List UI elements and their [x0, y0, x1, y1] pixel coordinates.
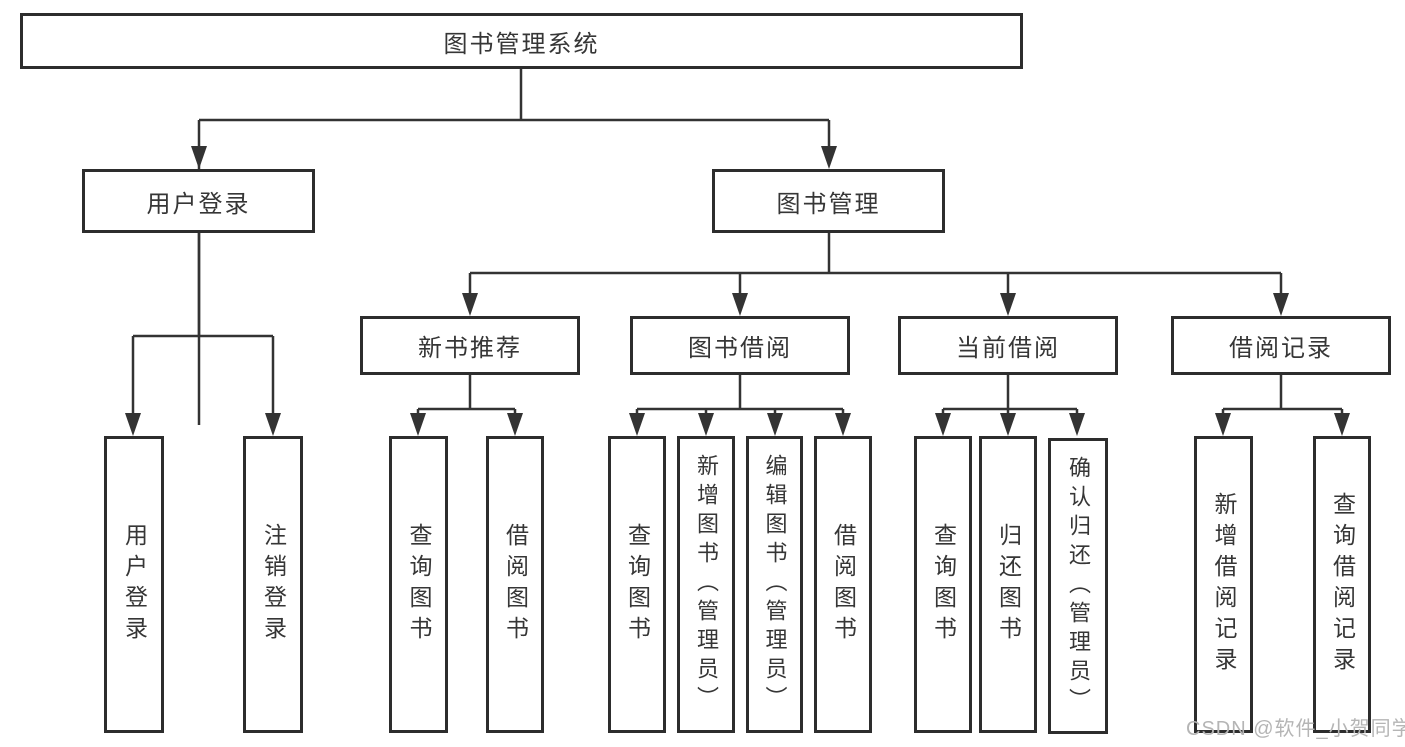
arrowhead	[698, 413, 714, 436]
arrowhead	[1000, 293, 1016, 316]
connector-borrow-to-leaves	[635, 375, 845, 425]
arrowhead	[507, 413, 523, 436]
connector-root-to-level2	[197, 69, 831, 425]
leaf-borrow-books-borrow: 借阅图书	[814, 436, 872, 733]
arrowhead	[191, 146, 207, 169]
watermark-text: CSDN @软件_小贺同学	[1186, 718, 1405, 740]
node-new-book-recommend: 新书推荐	[360, 316, 580, 375]
arrowhead	[265, 413, 281, 436]
arrowhead	[410, 413, 426, 436]
leaf-add-book-admin: 新增图书（管理员）	[677, 436, 735, 733]
arrowhead	[1215, 413, 1231, 436]
node-book-management: 图书管理	[712, 169, 945, 233]
node-borrow-records: 借阅记录	[1171, 316, 1391, 375]
arrowhead	[125, 413, 141, 436]
node-book-borrow: 图书借阅	[630, 316, 850, 375]
leaf-user-login: 用户登录	[104, 436, 164, 733]
node-user-login-group: 用户登录	[82, 169, 315, 233]
arrowhead	[629, 413, 645, 436]
arrowhead	[1069, 413, 1085, 436]
arrowhead	[821, 146, 837, 169]
arrowhead	[935, 413, 951, 436]
node-library-management-system: 图书管理系统	[20, 13, 1023, 69]
node-current-borrow: 当前借阅	[898, 316, 1118, 375]
leaf-query-books-recommend: 查询图书	[389, 436, 448, 733]
connector-new-book-to-leaves	[416, 375, 517, 425]
leaf-edit-book-admin: 编辑图书（管理员）	[746, 436, 803, 733]
leaf-query-borrow-record: 查询借阅记录	[1313, 436, 1371, 733]
leaf-logout-login: 注销登录	[243, 436, 303, 733]
arrowhead	[462, 293, 478, 316]
leaf-query-books-current: 查询图书	[914, 436, 972, 733]
leaf-add-borrow-record: 新增借阅记录	[1194, 436, 1253, 733]
arrowhead	[835, 413, 851, 436]
leaf-return-book: 归还图书	[979, 436, 1037, 733]
connector-book-mgmt-to-level3	[468, 233, 1283, 307]
arrowhead	[1273, 293, 1289, 316]
arrowhead	[1334, 413, 1350, 436]
connector-records-to-leaves	[1221, 375, 1344, 425]
connector-user-login-to-leaves	[131, 233, 275, 425]
leaf-borrow-books-recommend: 借阅图书	[486, 436, 544, 733]
arrowhead	[767, 413, 783, 436]
leaf-query-books-borrow: 查询图书	[608, 436, 666, 733]
arrowhead	[1000, 413, 1016, 436]
arrowheads	[125, 146, 1350, 436]
arrowhead	[732, 293, 748, 316]
leaf-confirm-return-admin: 确认归还（管理员）	[1048, 438, 1108, 734]
